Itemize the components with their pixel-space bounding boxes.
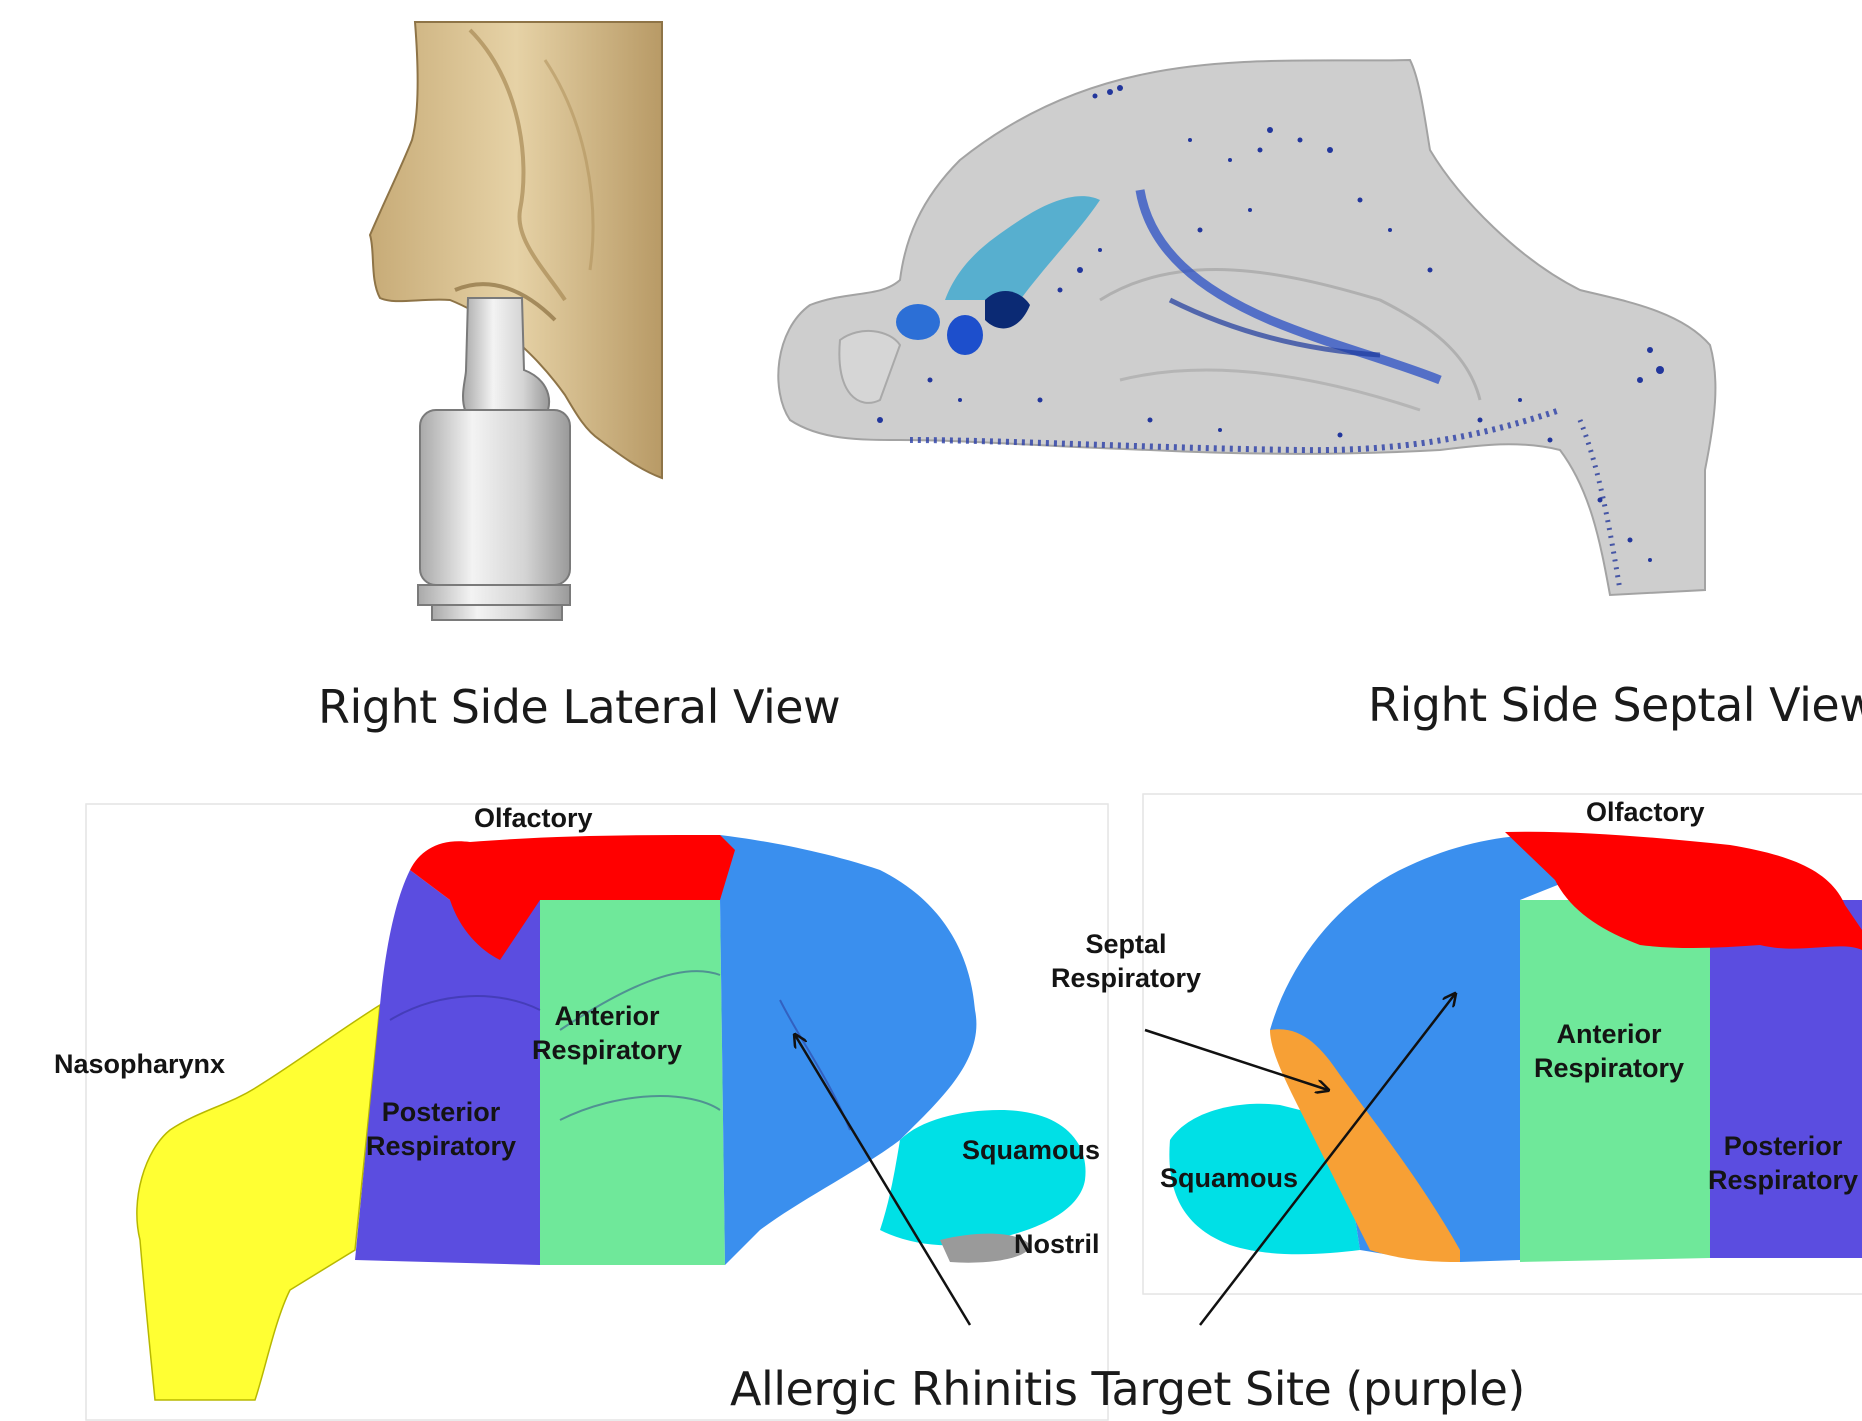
lateral-posterior-respiratory-label: Posterior Respiratory (366, 1096, 516, 1164)
septal-respiratory-line-2: Respiratory (1051, 962, 1201, 996)
septal-posterior-respiratory-label: Posterior Respiratory (1708, 1130, 1858, 1198)
septal-target-arrow (1200, 994, 1455, 1325)
septal-squamous-label: Squamous (1160, 1162, 1298, 1196)
lateral-view-caption: Right Side Lateral View (318, 680, 840, 734)
septal-respiratory-arrow (1145, 1030, 1328, 1090)
target-site-caption: Allergic Rhinitis Target Site (purple) (730, 1362, 1525, 1416)
lateral-target-arrow (795, 1035, 970, 1325)
septal-posterior-respiratory-line-1: Posterior (1708, 1130, 1858, 1164)
septal-olfactory-label: Olfactory (1586, 796, 1705, 830)
septal-posterior-respiratory-line-2: Respiratory (1708, 1164, 1858, 1198)
septal-respiratory-label: Septal Respiratory (1051, 928, 1201, 996)
lateral-anterior-respiratory-label: Anterior Respiratory (532, 1000, 682, 1068)
lateral-olfactory-label: Olfactory (474, 802, 593, 836)
lateral-posterior-respiratory-line-1: Posterior (366, 1096, 516, 1130)
lateral-nostril-label: Nostril (1014, 1228, 1100, 1262)
septal-anterior-respiratory-line-1: Anterior (1534, 1018, 1684, 1052)
lateral-squamous-label: Squamous (962, 1134, 1100, 1168)
lateral-anterior-respiratory-line-2: Respiratory (532, 1034, 682, 1068)
lateral-anterior-respiratory-line-1: Anterior (532, 1000, 682, 1034)
lateral-nasopharynx-label: Nasopharynx (54, 1048, 225, 1082)
septal-respiratory-line-1: Septal (1051, 928, 1201, 962)
septal-anterior-respiratory-line-2: Respiratory (1534, 1052, 1684, 1086)
lateral-posterior-respiratory-line-2: Respiratory (366, 1130, 516, 1164)
septal-view-caption: Right Side Septal View (1368, 678, 1862, 732)
septal-anterior-respiratory-label: Anterior Respiratory (1534, 1018, 1684, 1086)
